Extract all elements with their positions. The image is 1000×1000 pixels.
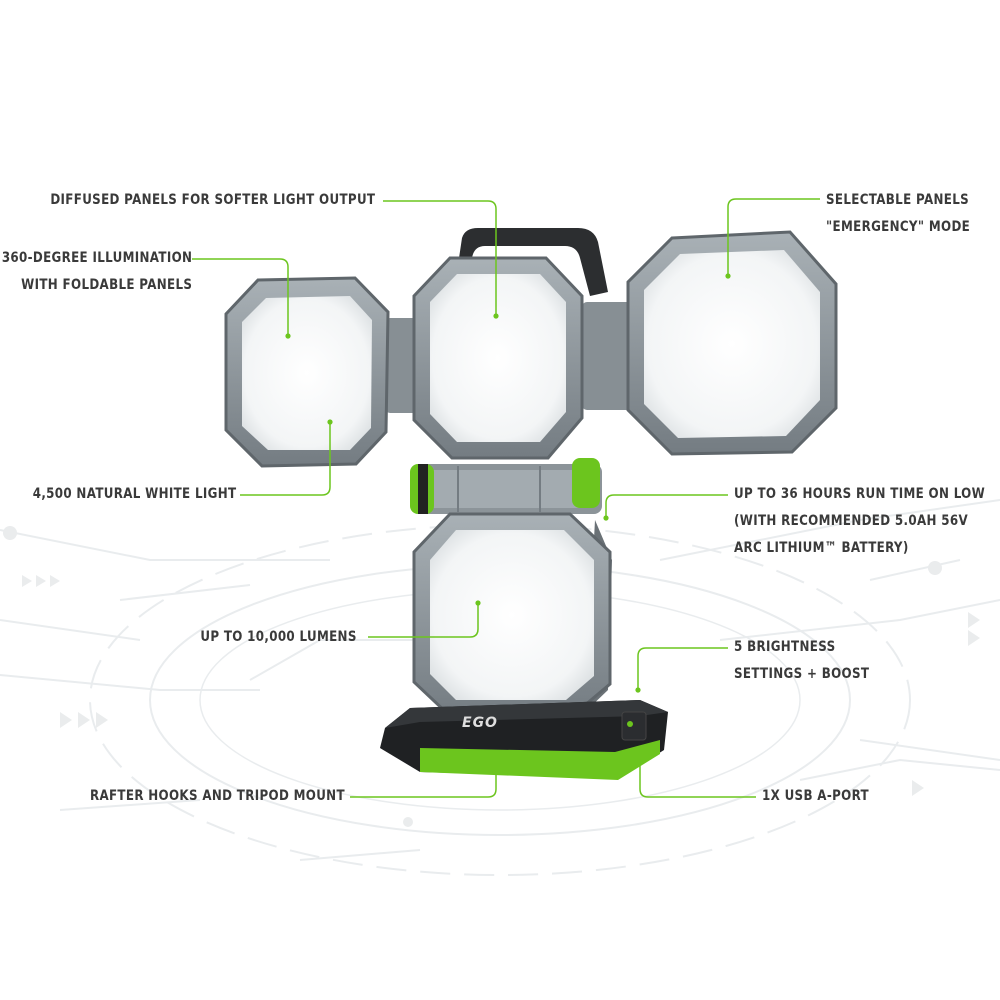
callout-selectable-panels: SELECTABLE PANELS "EMERGENCY" MODE <box>826 192 971 235</box>
callout-run-time: UP TO 36 HOURS RUN TIME ON LOW (WITH REC… <box>734 486 986 556</box>
callout-lumens: UP TO 10,000 LUMENS <box>200 629 357 645</box>
callout-rafter-hooks: RAFTER HOOKS AND TRIPOD MOUNT <box>90 788 345 804</box>
pivot-barrel <box>410 458 602 514</box>
callout-360-illumination: 360-DEGREE ILLUMINATION WITH FOLDABLE PA… <box>1 250 193 293</box>
right-hinge <box>582 302 632 410</box>
base-logo: EGO <box>462 715 498 731</box>
callout-usb-port: 1X USB A-PORT <box>762 788 869 804</box>
center-top-light-panel <box>412 256 584 460</box>
base: EGO <box>380 700 668 780</box>
callout-natural-white-light: 4,500 NATURAL WHITE LIGHT <box>32 486 236 502</box>
left-light-panel <box>224 276 390 468</box>
bottom-light-panel <box>412 512 612 718</box>
carry-handle <box>455 228 608 296</box>
right-light-panel <box>626 230 838 456</box>
callout-brightness-settings: 5 BRIGHTNESS SETTINGS + BOOST <box>734 639 870 682</box>
callout-diffused-panels: DIFFUSED PANELS FOR SOFTER LIGHT OUTPUT <box>49 192 375 208</box>
